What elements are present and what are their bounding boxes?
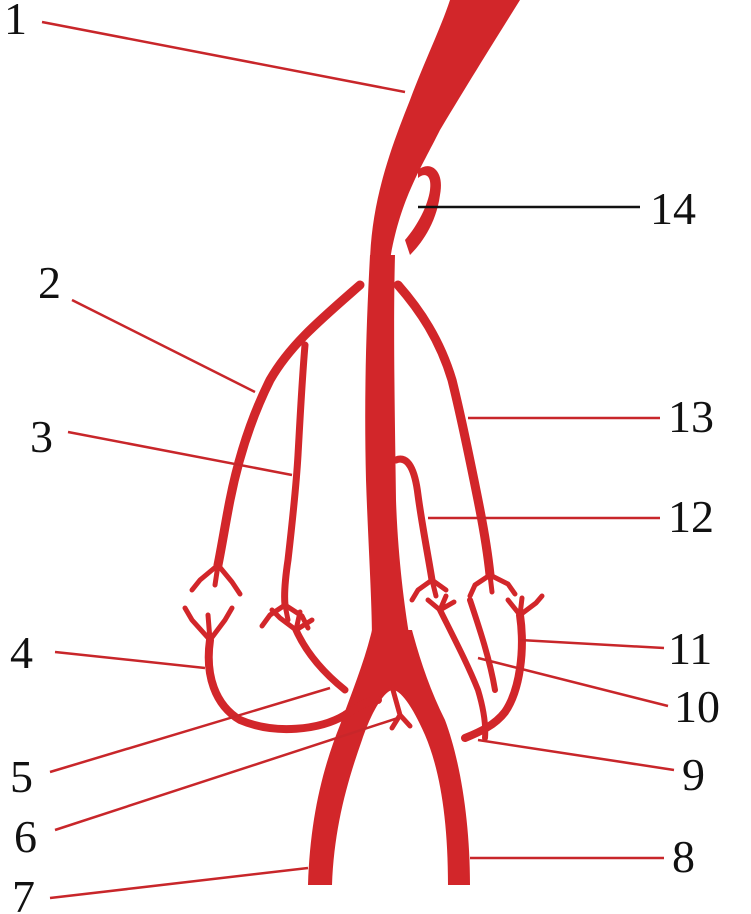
label-4: 4 [10,627,33,678]
right-upper-branch [398,285,490,575]
leader-line-2 [72,300,255,392]
right-inner-branch [396,459,432,580]
leader-line-7 [50,868,308,898]
label-10: 10 [674,681,720,732]
label-6: 6 [14,811,37,862]
right-terminal-tuft-upper [470,575,515,596]
leader-line-9 [478,740,674,770]
bifurcation [308,630,470,885]
label-14: 14 [650,183,696,234]
leader-lines [42,22,674,898]
label-8: 8 [672,831,695,882]
left-terminal-tuft-upper [192,565,240,594]
label-5: 5 [10,751,33,802]
right-inner-tuft-upper [412,580,446,600]
label-13: 13 [668,391,714,442]
left-inner-lower-branch [296,630,345,690]
leader-line-4 [55,652,205,668]
label-3: 3 [30,411,53,462]
label-9: 9 [682,749,705,800]
vessels [185,0,542,885]
central-trunk [365,255,410,640]
label-11: 11 [668,623,712,674]
leader-line-1 [42,22,405,92]
right-middle-tuft [428,596,454,610]
right-lower-tuft [508,596,542,615]
leader-line-11 [520,640,664,648]
label-1: 1 [4,0,27,44]
leader-line-3 [68,432,292,475]
labels: 1 14 2 3 13 12 4 11 10 5 9 6 8 7 [4,0,720,914]
label-12: 12 [668,491,714,542]
aorta-trunk [370,0,520,260]
label-7: 7 [12,871,35,914]
leader-line-10 [478,658,668,706]
left-lower-tuft [185,608,232,640]
label-2: 2 [38,257,61,308]
